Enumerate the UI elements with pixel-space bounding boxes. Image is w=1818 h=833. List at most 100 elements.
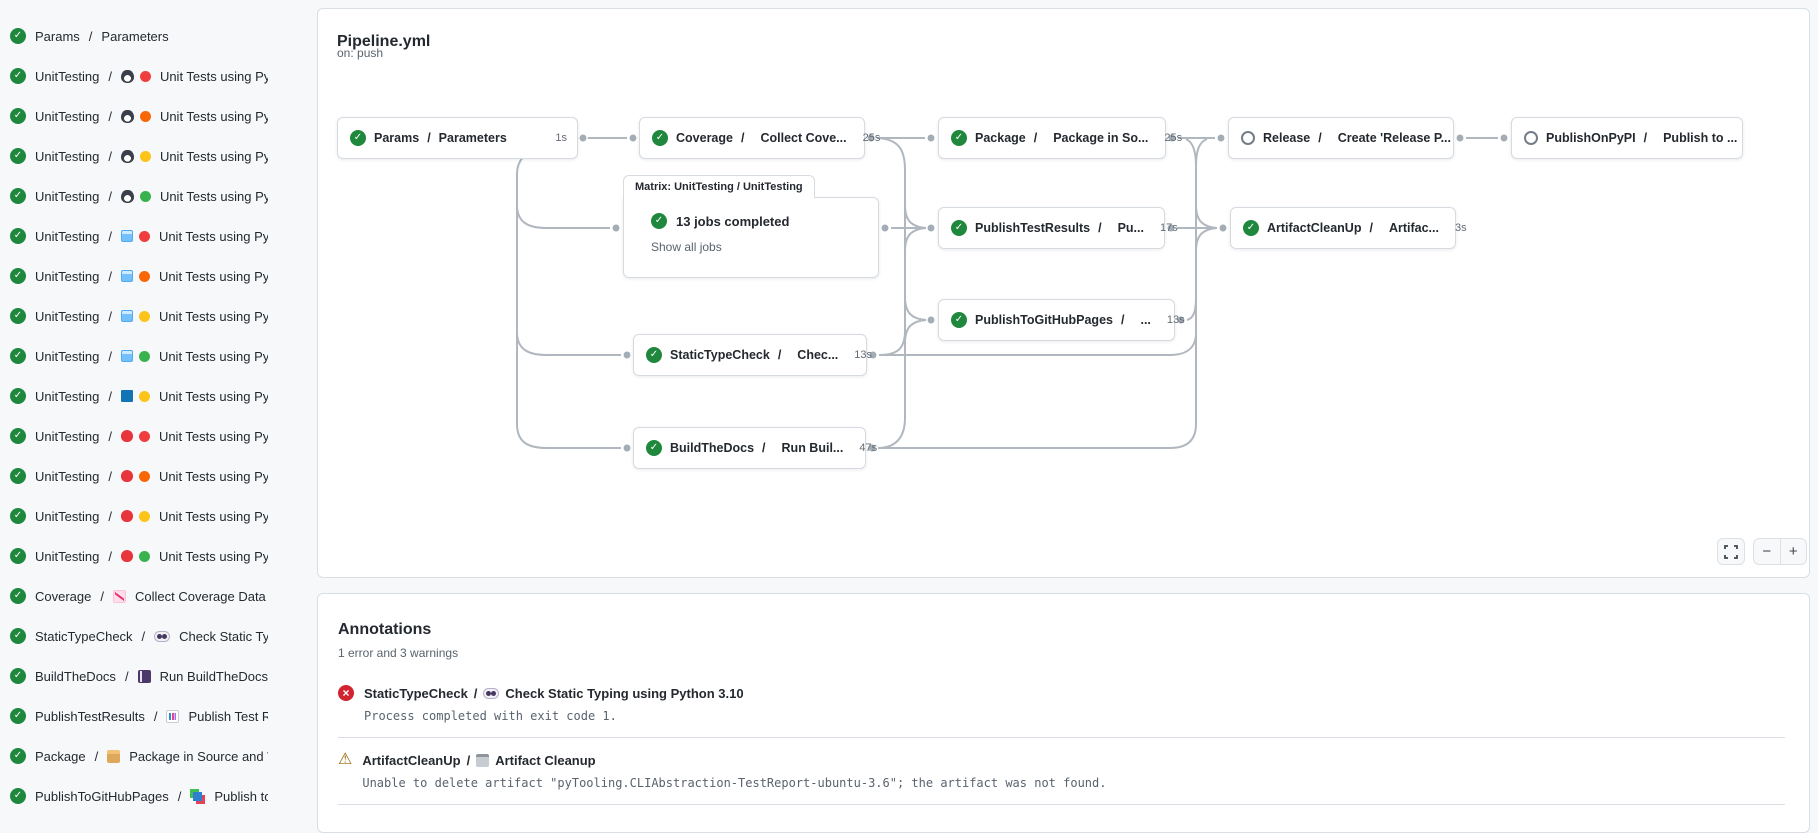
sidebar-job-item[interactable]: UnitTesting / Unit Tests using Pyth... (0, 536, 268, 576)
job-icons (120, 550, 150, 562)
workflow-node-publishtogithubpages[interactable]: PublishToGitHubPages / ... 13s (938, 299, 1185, 341)
workflow-node-statictypecheck[interactable]: StaticTypeCheck / Chec... 13s (633, 334, 872, 376)
step-name: Package in Source and Wh... (129, 748, 268, 764)
success-icon (10, 748, 26, 764)
job-name: StaticTypeCheck (35, 628, 133, 644)
success-icon (10, 388, 26, 404)
node-duration: 3s (1454, 222, 1467, 234)
sidebar-job-item[interactable]: UnitTesting / Unit Tests using Pyth... (0, 216, 268, 256)
success-icon (10, 108, 26, 124)
success-icon (10, 188, 26, 204)
separator: / (740, 131, 745, 145)
job-icons (190, 789, 205, 803)
workflow-node-buildthedocs[interactable]: BuildTheDocs / Run Buil... 47s (633, 427, 877, 469)
sidebar-job-item[interactable]: UnitTesting / Unit Tests using Pyth... (0, 56, 268, 96)
separator: / (94, 748, 99, 764)
annotation-detail: Unable to delete artifact "pyTooling.CLI… (362, 776, 1107, 790)
zoom-out-button[interactable]: − (1762, 543, 1772, 560)
sidebar-job-item[interactable]: PublishTestResults / Publish Test Resu..… (0, 696, 268, 736)
separator: / (108, 148, 112, 164)
job-name: UnitTesting (35, 388, 100, 404)
separator: / (108, 348, 112, 364)
show-all-jobs-link[interactable]: Show all jobs (651, 240, 722, 254)
step-name: Collect Coverage Data usi... (135, 588, 268, 604)
separator: / (141, 628, 146, 644)
sidebar-job-item[interactable]: UnitTesting / Unit Tests using Pyth... (0, 256, 268, 296)
actions-workflow-page: { "separator": "/", "colors": { "page_bg… (0, 0, 1818, 815)
sidebar-job-item[interactable]: UnitTesting / Unit Tests using Pyth... (0, 496, 268, 536)
node-step-name: Create 'Release P... (1337, 131, 1451, 145)
penguin-icon (120, 149, 134, 163)
sidebar-job-item[interactable]: Package / Package in Source and Wh... (0, 736, 268, 776)
annotations-list: StaticTypeCheck / Check Static Typing us… (338, 677, 1785, 805)
annotation-error-row: StaticTypeCheck / Check Static Typing us… (338, 677, 1785, 738)
workflow-node-coverage[interactable]: Coverage / Collect Cove... 25s (639, 117, 880, 159)
workflow-node-publishonpypi[interactable]: PublishOnPyPI / Publish to ... (1511, 117, 1743, 159)
success-icon (10, 588, 26, 604)
job-name: UnitTesting (35, 428, 100, 444)
step-name: Unit Tests using Pyth... (158, 268, 268, 284)
sidebar-job-item[interactable]: UnitTesting / Unit Tests using Pyth... (0, 416, 268, 456)
trash-icon (476, 754, 490, 767)
success-icon (350, 130, 366, 146)
separator: / (108, 468, 112, 484)
job-list-sidebar: Params / Parameters UnitTesting / Unit T… (0, 0, 300, 815)
workflow-node-publishtestresults[interactable]: PublishTestResults / Pu... 17s (938, 207, 1178, 249)
sidebar-job-item[interactable]: Coverage / Collect Coverage Data usi... (0, 576, 268, 616)
node-step-name: Publish to ... (1663, 131, 1738, 145)
zoom-in-button[interactable]: + (1779, 539, 1807, 564)
sidebar-job-item[interactable]: PublishToGitHubPages / Publish to G... (0, 776, 268, 816)
workflow-node-package[interactable]: Package / Package in So... 25s (938, 117, 1182, 159)
red-version-dot (138, 430, 150, 442)
fullscreen-icon (1724, 544, 1738, 559)
green-version-dot (138, 350, 150, 362)
separator: / (108, 268, 112, 284)
job-icons (107, 749, 121, 763)
sidebar-job-item[interactable]: UnitTesting / Unit Tests using Pyth... (0, 376, 268, 416)
separator: / (153, 708, 158, 724)
annotation-step: Artifact Cleanup (495, 753, 596, 768)
sidebar-job-item[interactable]: UnitTesting / Unit Tests using Pyth... (0, 176, 268, 216)
job-name: UnitTesting (35, 148, 100, 164)
orange-version-dot (138, 470, 150, 482)
separator: / (108, 68, 112, 84)
separator: / (124, 668, 129, 684)
sidebar-job-item[interactable]: UnitTesting / Unit Tests using Pyth... (0, 136, 268, 176)
pages-icon (190, 789, 205, 803)
skipped-icon (1524, 131, 1538, 145)
workflow-graph-card (317, 8, 1810, 578)
job-name: UnitTesting (35, 468, 100, 484)
sidebar-job-item[interactable]: StaticTypeCheck / Check Static Typing... (0, 616, 268, 656)
step-name: Unit Tests using Pyth... (158, 508, 268, 524)
sidebar-job-item[interactable]: UnitTesting / Unit Tests using Pyth... (0, 336, 268, 376)
job-name: BuildTheDocs (35, 668, 116, 684)
fullscreen-button[interactable] (1717, 538, 1745, 565)
sidebar-job-item[interactable]: UnitTesting / Unit Tests using Pyth... (0, 296, 268, 336)
workflow-node-params[interactable]: Params / Parameters 1s (337, 117, 578, 159)
job-name: UnitTesting (35, 548, 100, 564)
annotation-job: StaticTypeCheck (364, 686, 468, 701)
job-name: UnitTesting (35, 188, 100, 204)
separator: / (108, 548, 112, 564)
separator: / (88, 28, 93, 44)
sidebar-job-item[interactable]: UnitTesting / Unit Tests using Pyth... (0, 456, 268, 496)
sidebar-job-item[interactable]: UnitTesting / Unit Tests using Pyth... (0, 96, 268, 136)
yellow-version-dot (138, 390, 150, 402)
node-job-name: BuildTheDocs (670, 441, 755, 455)
sidebar-job-item[interactable]: Params / Parameters (0, 16, 268, 56)
job-icons (166, 709, 180, 723)
chart-up-icon (113, 589, 126, 603)
success-icon (10, 68, 26, 84)
orange-version-dot (138, 270, 150, 282)
job-icons (120, 189, 151, 203)
apple-icon (120, 470, 133, 482)
node-duration: 25s (1164, 132, 1183, 144)
node-job-name: Params (374, 131, 420, 145)
yellow-version-dot (138, 310, 150, 322)
workflow-node-artifactcleanup[interactable]: ArtifactCleanUp / Artifac... 3s (1230, 207, 1467, 249)
matrix-node[interactable]: 13 jobs completed Show all jobs (623, 197, 879, 278)
job-icons (120, 230, 150, 242)
workflow-node-release[interactable]: Release / Create 'Release P... (1228, 117, 1454, 159)
sidebar-job-item[interactable]: BuildTheDocs / Run BuildTheDocs (0, 656, 268, 696)
separator: / (100, 588, 104, 604)
